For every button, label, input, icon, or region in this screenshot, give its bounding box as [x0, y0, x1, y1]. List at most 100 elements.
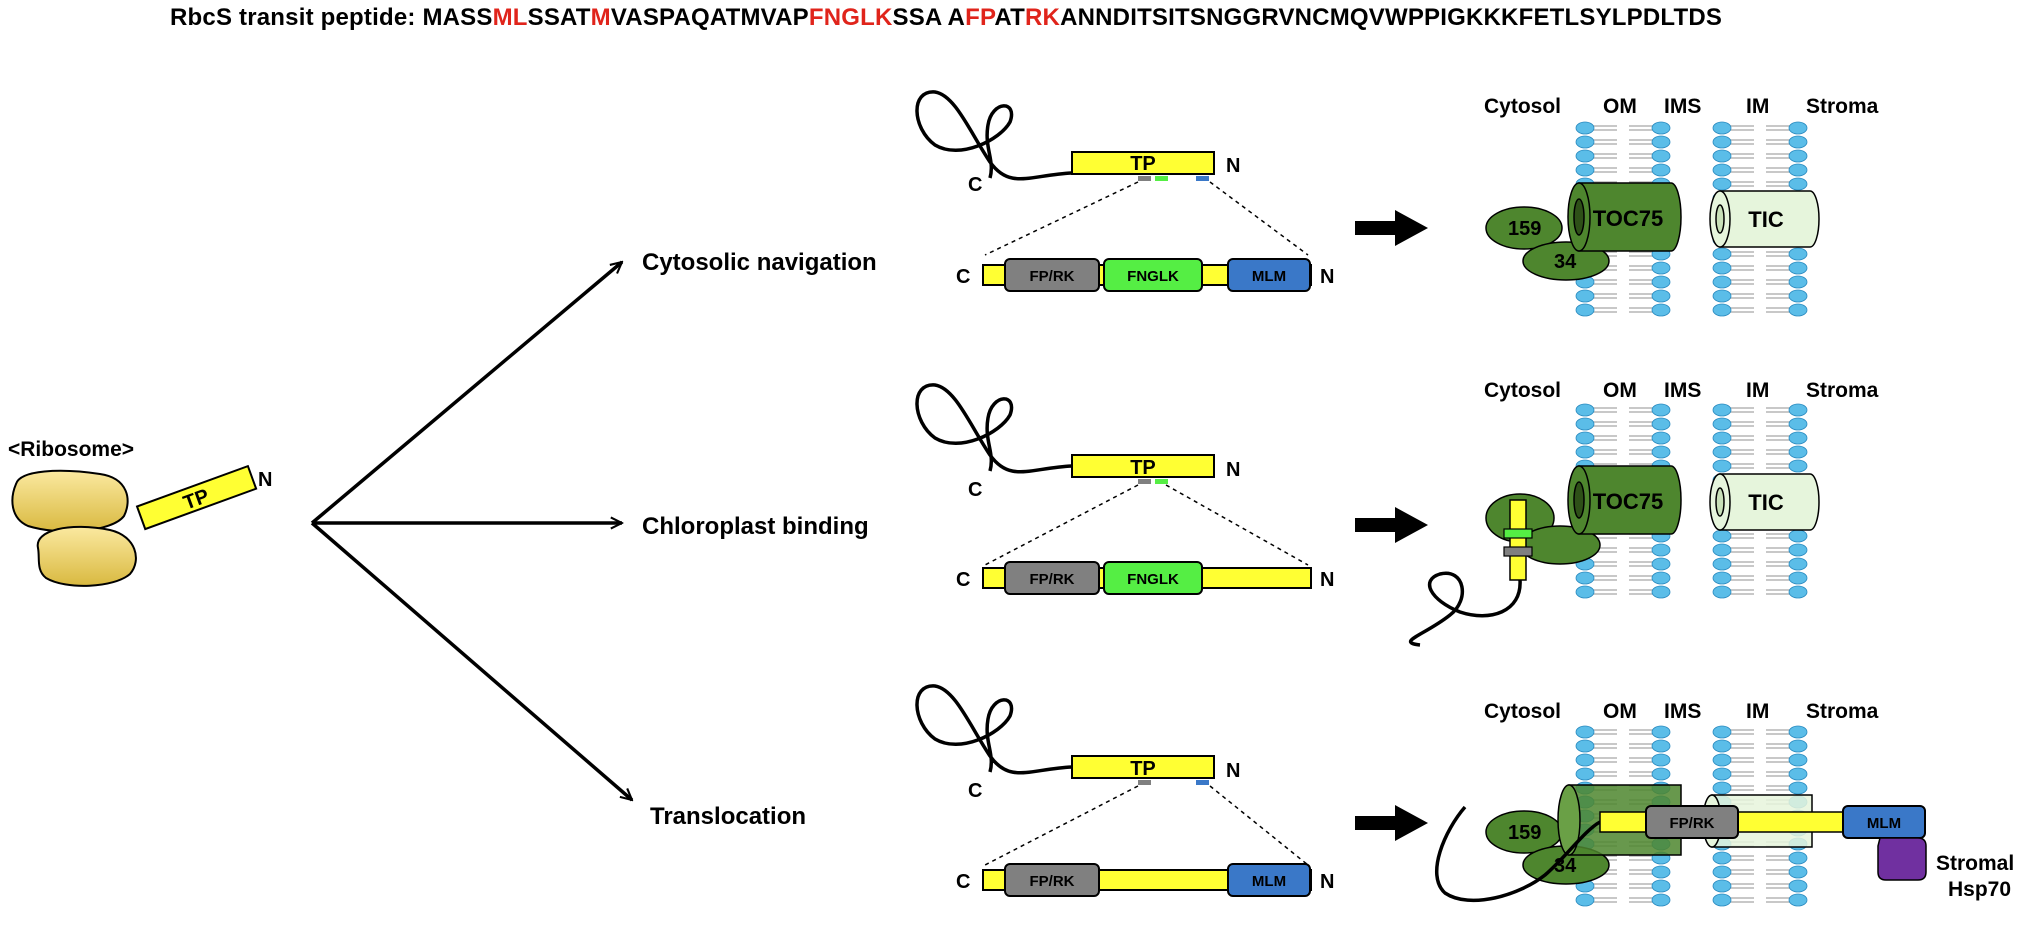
lipid-tail: [1593, 279, 1653, 285]
translocating-frk: [1645, 805, 1739, 839]
lipid-head: [1712, 431, 1732, 445]
lipid-head: [1712, 163, 1732, 177]
lipid-head: [1575, 725, 1595, 739]
row1-motif-fnglk: [1103, 258, 1203, 292]
row1-block-arrow: [1355, 210, 1428, 246]
lipid-head: [1788, 879, 1808, 893]
tic-channel: [1719, 190, 1820, 248]
lipid-head: [1712, 275, 1732, 289]
lipid-head: [1575, 445, 1595, 459]
row2-n-bottom: N: [1320, 569, 1334, 591]
toc75-label: TOC75: [1593, 489, 1664, 514]
membrane-panel-1: Cytosol OM IMS IM Stroma 159 34 TOC75 TI…: [1484, 95, 1879, 317]
row2-c-top: C: [968, 479, 982, 501]
lipid-tail: [1730, 265, 1790, 271]
ribosome-label: <Ribosome>: [8, 438, 134, 461]
toc75-channel: [1578, 182, 1682, 252]
lipid-head: [1712, 879, 1732, 893]
row1-c-bottom: C: [956, 266, 970, 288]
lipid-head: [1651, 585, 1671, 599]
lipid-tail: [1593, 435, 1653, 441]
lipid-tail: [1730, 575, 1790, 581]
row2-zoom-left: [984, 484, 1139, 566]
lipid-head: [1788, 585, 1808, 599]
arrow-translocation: [310, 521, 632, 800]
row3-motif-mlm: [1227, 863, 1311, 897]
toc75-channel: [1578, 465, 1682, 535]
lipid-head: [1712, 121, 1732, 135]
lipid-head: [1712, 893, 1732, 907]
lipid-tail: [1593, 167, 1653, 173]
hsp70-label-line1: Stromal: [1936, 852, 2014, 875]
toc159-label: 159: [1508, 822, 1541, 844]
lipid-head: [1651, 121, 1671, 135]
translocating-mlm-label: MLM: [1867, 815, 1901, 832]
sequence-body: MASSMLSSATMVASPAQATMVAPFNGLKSSA AFPATRKA…: [422, 4, 1723, 31]
lipid-head: [1575, 149, 1595, 163]
lipid-tail: [1730, 463, 1790, 469]
lipid-tail: [1730, 883, 1790, 889]
lipid-head: [1575, 739, 1595, 753]
lipid-head: [1651, 767, 1671, 781]
lipid-head: [1575, 121, 1595, 135]
ribosome-tp-bar: [135, 464, 258, 531]
sequence-header: RbcS transit peptide: MASSMLSSATMVASPAQA…: [170, 4, 1722, 32]
row2-zoom-right: [1165, 484, 1309, 566]
lipid-tail: [1730, 743, 1790, 749]
membrane-panel-2: Cytosol OM IMS IM Stroma TOC75 TIC: [1408, 379, 1879, 647]
row1-mark-fnglk: [1155, 176, 1168, 181]
lipid-head: [1788, 529, 1808, 543]
lipid-tail: [1730, 139, 1790, 145]
lipid-head: [1788, 403, 1808, 417]
pathway-label-cytosolic: Cytosolic navigation: [642, 249, 877, 276]
bound-peptide-coil: [1408, 571, 1522, 647]
row3-motif-frk-label: FP/RK: [1030, 873, 1075, 890]
lipid-tail: [1593, 421, 1653, 427]
label-im: IM: [1746, 95, 1769, 118]
label-om: OM: [1603, 700, 1637, 723]
label-om: OM: [1603, 379, 1637, 402]
lipid-head: [1651, 571, 1671, 585]
lipid-head: [1788, 753, 1808, 767]
lipid-head: [1651, 261, 1671, 275]
lipid-tail: [1593, 307, 1653, 313]
ribosome-large-subunit: [11, 469, 129, 533]
pathway-label-translocation: Translocation: [650, 803, 806, 830]
lipid-head: [1712, 739, 1732, 753]
lipid-tail: [1730, 153, 1790, 159]
lipid-head: [1651, 753, 1671, 767]
peptide-row-1: C TP N C FP/RK FNGLK MLM N: [915, 90, 1334, 292]
bound-fnglk: [1503, 528, 1533, 539]
lipid-tail: [1593, 125, 1653, 131]
lipid-head: [1712, 289, 1732, 303]
row3-block-arrow: [1355, 805, 1428, 841]
lipid-head: [1712, 445, 1732, 459]
row3-zoom-left: [984, 785, 1139, 866]
label-om: OM: [1603, 95, 1637, 118]
row1-tp-label: TP: [1130, 153, 1156, 175]
lipid-tail: [1730, 251, 1790, 257]
label-ims: IMS: [1664, 700, 1701, 723]
lipid-head: [1712, 177, 1732, 191]
lipid-tail: [1730, 771, 1790, 777]
lipid-tail: [1730, 869, 1790, 875]
lipid-tail: [1730, 421, 1790, 427]
row1-motif-frk-label: FP/RK: [1030, 268, 1075, 285]
peptide-coil: [915, 383, 1073, 474]
row2-motif-frk-label: FP/RK: [1030, 571, 1075, 588]
lipid-tail: [1730, 897, 1790, 903]
row1-motif-mlm: [1227, 258, 1311, 292]
lipid-tail: [1730, 307, 1790, 313]
lipid-head: [1712, 459, 1732, 473]
row3-mark-mlm: [1196, 780, 1209, 785]
lipid-head: [1788, 149, 1808, 163]
lipid-head: [1651, 303, 1671, 317]
toc34-label: 34: [1554, 251, 1577, 273]
lipid-tail: [1593, 139, 1653, 145]
toc34-label: 34: [1554, 855, 1577, 877]
row2-mark-frk: [1138, 479, 1151, 484]
lipid-head: [1788, 459, 1808, 473]
lipid-head: [1788, 431, 1808, 445]
row2-block-arrow: [1355, 507, 1428, 543]
